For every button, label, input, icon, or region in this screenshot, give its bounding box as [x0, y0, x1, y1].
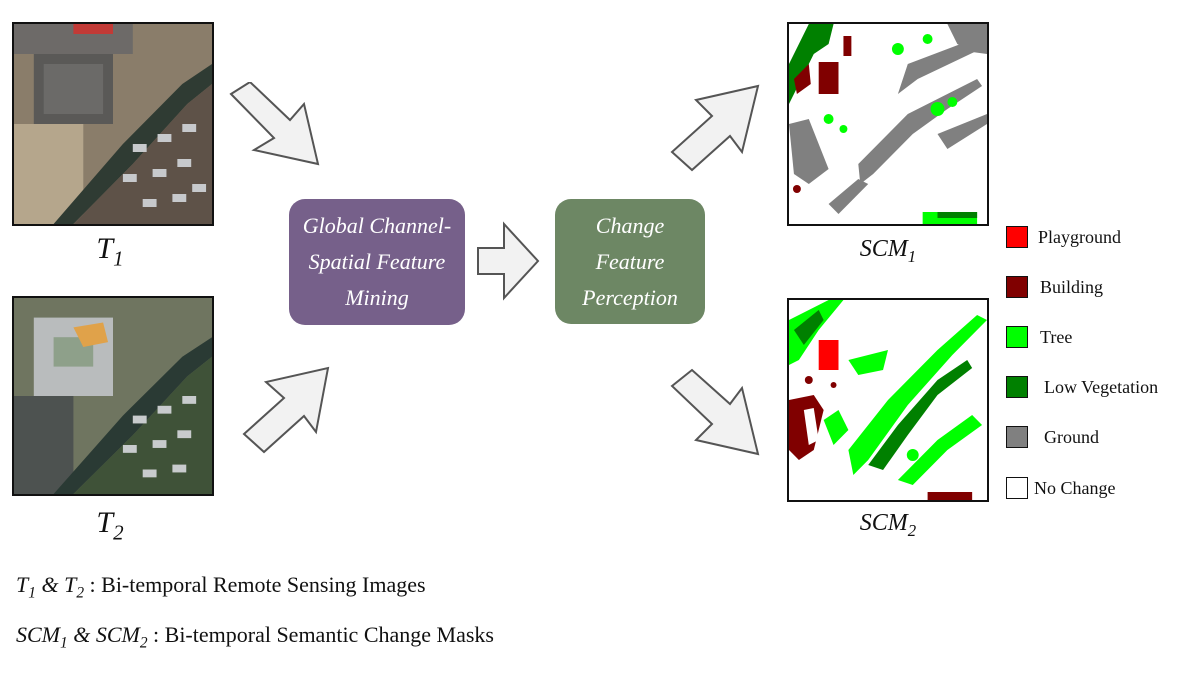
arrow-t2-to-global: [242, 366, 330, 454]
legend-label-tree: Tree: [1040, 327, 1073, 347]
change-module-label: Change Feature Perception: [582, 212, 678, 310]
footnote-images: T1 & T2 : Bi-temporal Remote Sensing Ima…: [16, 572, 426, 602]
legend-swatch-building: [1006, 276, 1028, 298]
arrow-t1-to-global: [229, 82, 320, 166]
change-feature-perception-module: Change Feature Perception: [555, 199, 705, 324]
legend-label-ground: Ground: [1044, 427, 1099, 447]
legend-label-playground: Playground: [1038, 227, 1121, 247]
legend-label-no-change: No Change: [1034, 478, 1116, 498]
scm1-label: SCM1: [859, 236, 917, 266]
legend-swatch-playground: [1006, 226, 1028, 248]
legend-swatch-tree: [1006, 326, 1028, 348]
arrow-to-scm2: [670, 368, 760, 456]
scm2-mask: [787, 298, 989, 502]
t1-image: [12, 22, 214, 226]
scm2-label: SCM2: [859, 510, 917, 540]
legend-swatch-ground: [1006, 426, 1028, 448]
t2-image: [12, 296, 214, 496]
global-module-label: Global Channel- Spatial Feature Mining: [302, 213, 452, 310]
legend-swatch-low-vegetation: [1006, 376, 1028, 398]
arrow-to-scm1: [670, 84, 760, 172]
global-channel-spatial-module: Global Channel- Spatial Feature Mining: [289, 199, 465, 325]
t1-label: T1: [96, 232, 124, 271]
arrow-global-to-change: [477, 221, 540, 301]
scm1-mask: [787, 22, 989, 226]
legend-label-building: Building: [1040, 277, 1104, 297]
footnote-masks: SCM1 & SCM2 : Bi-temporal Semantic Chang…: [16, 622, 494, 652]
legend-swatch-no-change: [1006, 477, 1028, 499]
t2-label: T2: [96, 506, 124, 545]
legend-label-low-vegetation: Low Vegetation: [1044, 377, 1159, 397]
